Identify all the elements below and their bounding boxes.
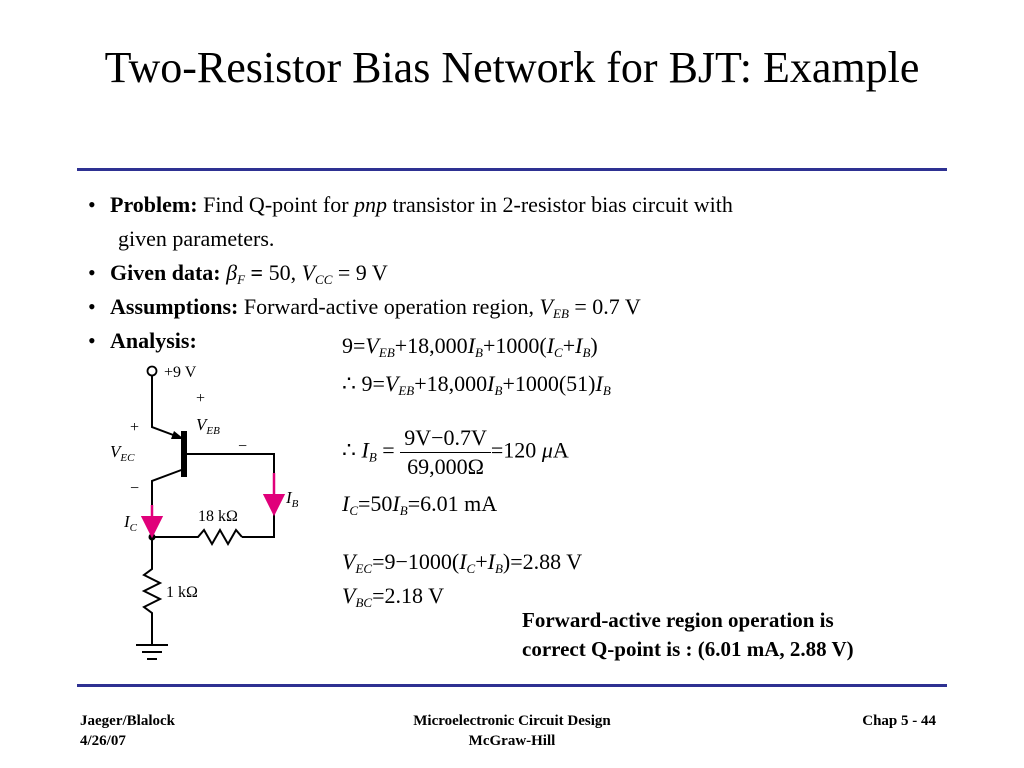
vec-label: VEC — [110, 442, 135, 464]
svg-text:−: − — [238, 438, 247, 455]
equation-1: 9=VEB+18,000IB+1000(IC+IB) — [342, 333, 598, 360]
svg-text:−: − — [130, 480, 139, 497]
conclusion-text: Forward-active region operation is corre… — [522, 608, 854, 661]
supply-terminal — [146, 365, 158, 377]
given-label: Given data: — [110, 260, 227, 285]
bullet-dot: • — [88, 328, 96, 353]
svg-text:+: + — [130, 419, 139, 436]
emitter-arrow — [171, 431, 184, 439]
footer-left: Jaeger/Blalock 4/26/07 — [80, 713, 175, 749]
bullet-assumptions: • Assumptions: Forward-active operation … — [88, 294, 641, 321]
ib-label: IB — [285, 488, 299, 510]
problem-continuation: given parameters. — [118, 226, 275, 251]
emitter-lead — [151, 375, 185, 440]
analysis-label: Analysis: — [110, 328, 197, 353]
equation-4: IC=50IB=6.01 mA — [342, 491, 498, 518]
bullet-analysis: • Analysis: — [88, 328, 197, 354]
footer-divider — [77, 684, 947, 687]
bullet-dot: • — [88, 260, 96, 285]
equation-2: ∴ 9=VEB+18,000IB+1000(51)IB — [342, 371, 611, 398]
bullet-problem: • Problem: Find Q-point for pnp transist… — [88, 192, 733, 217]
bullet-dot: • — [88, 192, 96, 217]
footer-center: Microelectronic Circuit Design McGraw-Hi… — [413, 713, 611, 749]
equation-6: VBC=2.18 V — [342, 583, 444, 610]
bullet-dot: • — [88, 294, 96, 319]
svg-text:+: + — [196, 390, 205, 407]
slide-title: Two-Resistor Bias Network for BJT: Examp… — [104, 43, 920, 92]
footer-page-number: Chap 5 - 44 — [862, 713, 936, 729]
ic-label: IC — [123, 512, 138, 534]
bullet-given: • Given data: βF = 50, VCC = 9 V — [88, 260, 388, 287]
bias-circuit-diagram: +9 V + VEB − + VEC − IB IC 18 kΩ 1 kΩ — [110, 364, 299, 660]
equation-5: VEC=9−1000(IC+IB)=2.88 V — [342, 549, 583, 576]
problem-label: Problem: — [110, 192, 198, 217]
resistor-18k — [152, 527, 243, 547]
supply-label: +9 V — [164, 364, 197, 381]
resistor-1k — [141, 537, 163, 645]
title-divider — [77, 168, 947, 171]
r-feedback-label: 18 kΩ — [198, 508, 238, 525]
assumptions-label: Assumptions: — [110, 294, 239, 319]
veb-label: VEB — [196, 415, 220, 437]
collector-lead — [151, 468, 185, 537]
r-collector-label: 1 kΩ — [166, 584, 198, 601]
